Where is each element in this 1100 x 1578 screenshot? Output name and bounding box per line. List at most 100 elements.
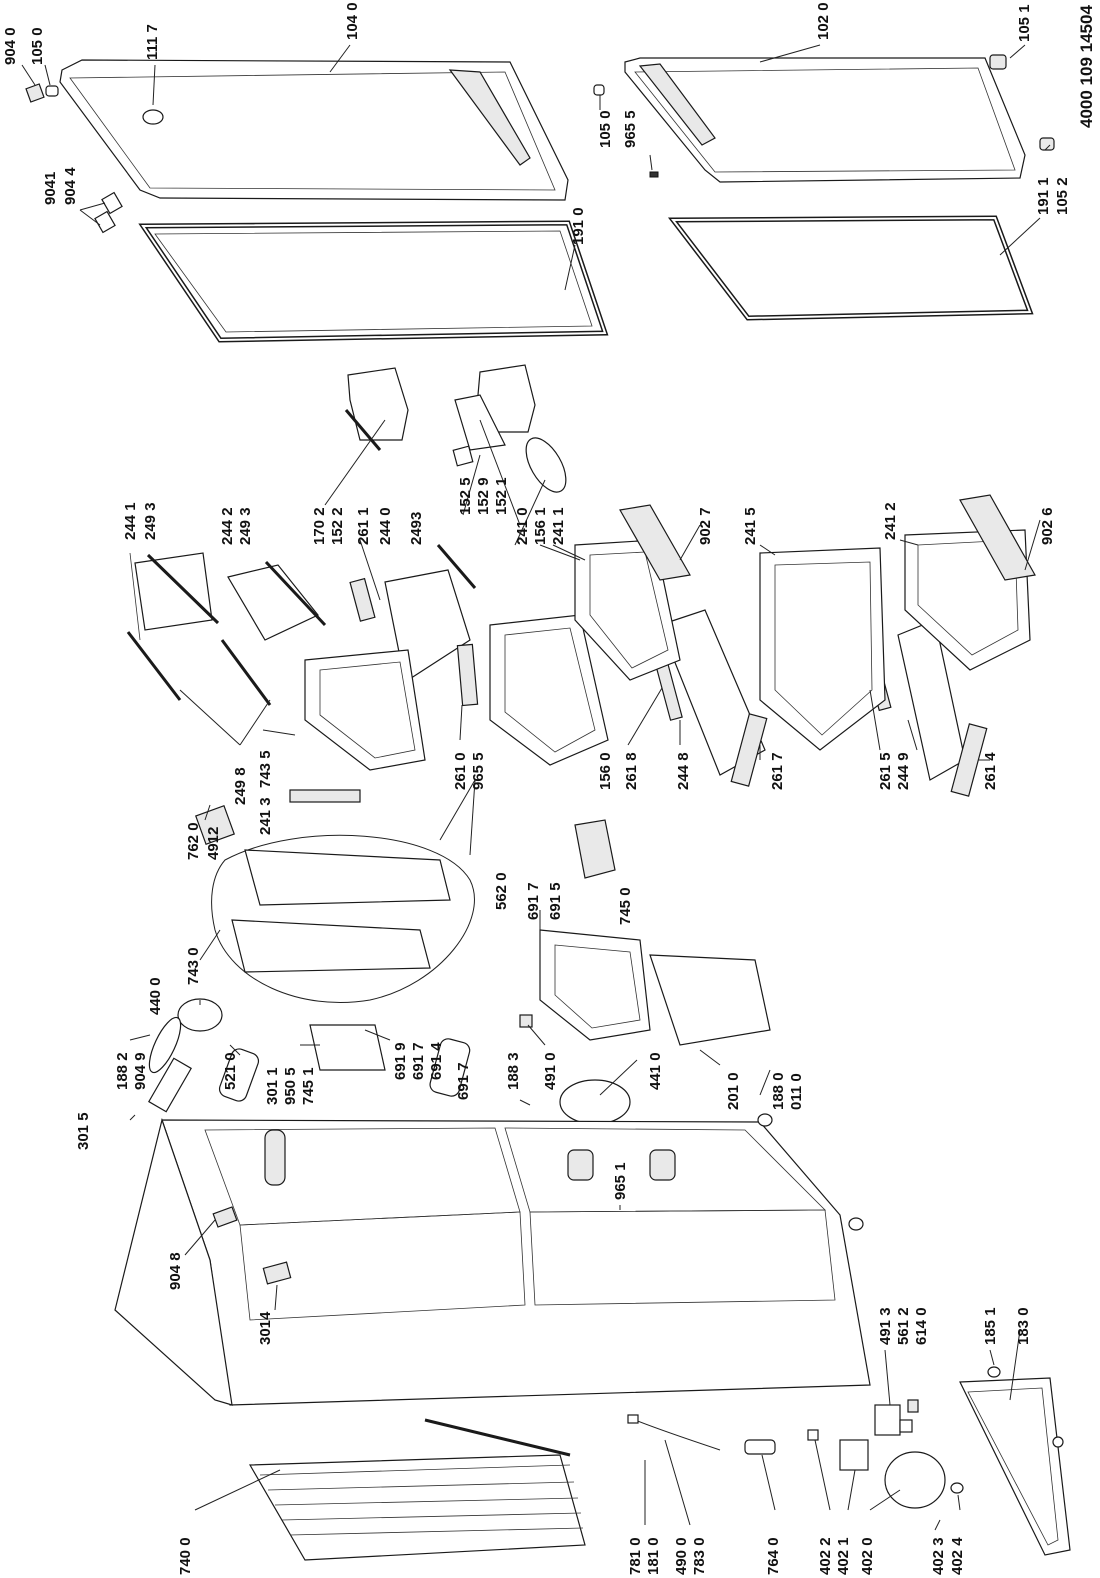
- part-label: 950 5: [282, 1067, 299, 1105]
- part-label: 740 0: [177, 1537, 194, 1575]
- part-label: 441 0: [647, 1052, 664, 1090]
- freezer-door-gasket: [138, 220, 609, 343]
- compressor-parts: [744, 1366, 1071, 1556]
- part-label: 562 0: [493, 872, 510, 910]
- part-label: 783 0: [691, 1537, 708, 1575]
- leader-lines: [21, 44, 1051, 1531]
- drawers: [304, 494, 1036, 879]
- part-label: 904 9: [132, 1052, 149, 1090]
- part-label: 152 9: [475, 477, 492, 515]
- part-label: 261 1: [355, 507, 372, 545]
- part-label: 244 9: [895, 752, 912, 790]
- part-label: 156 1: [532, 507, 549, 545]
- part-label: 105 0: [29, 27, 46, 65]
- part-label: 743 5: [257, 750, 274, 788]
- part-label: 244 2: [219, 507, 236, 545]
- part-label: 261 5: [877, 752, 894, 790]
- part-label: 965 1: [612, 1162, 629, 1200]
- part-label: 181 0: [645, 1537, 662, 1575]
- part-label: 904 0: [2, 27, 19, 65]
- part-label: 490 0: [673, 1537, 690, 1575]
- part-label: 249 3: [142, 502, 159, 540]
- part-label: 762 0: [185, 822, 202, 860]
- part-label: 4912: [205, 827, 222, 860]
- part-label: 745 0: [617, 887, 634, 925]
- part-label: 301 5: [75, 1112, 92, 1150]
- part-label: 185 1: [982, 1307, 999, 1345]
- fridge-door-gasket: [667, 215, 1034, 321]
- part-label: 691 9: [392, 1042, 409, 1080]
- part-label: 152 5: [457, 477, 474, 515]
- part-label: 191 0: [570, 207, 587, 245]
- part-label: 241 0: [514, 507, 531, 545]
- part-label: 965 5: [622, 110, 639, 148]
- part-label: 691 7: [455, 1062, 472, 1100]
- part-label: 105 1: [1016, 4, 1033, 42]
- freezer-door: [59, 59, 569, 201]
- part-label: 249 8: [232, 767, 249, 805]
- part-label: 781 0: [627, 1537, 644, 1575]
- part-label: 904 8: [167, 1252, 184, 1290]
- part-label: 402 4: [949, 1537, 966, 1575]
- part-label: 402 2: [817, 1537, 834, 1575]
- part-label: 188 0: [770, 1072, 787, 1110]
- part-label: 188 3: [505, 1052, 522, 1090]
- part-label: 491 0: [542, 1052, 559, 1090]
- part-label: 244 0: [377, 507, 394, 545]
- part-label: 440 0: [147, 977, 164, 1015]
- part-label: 191 1: [1035, 177, 1052, 215]
- part-label: 3014: [257, 1311, 274, 1345]
- part-label: 965 5: [470, 752, 487, 790]
- fridge-door: [624, 57, 1026, 183]
- part-label: 261 8: [623, 752, 640, 790]
- part-label: 156 0: [597, 752, 614, 790]
- part-label: 691 5: [547, 882, 564, 920]
- part-label: 902 6: [1039, 507, 1056, 545]
- part-label: 743 0: [185, 947, 202, 985]
- part-label: 241 2: [882, 502, 899, 540]
- part-label: 691 7: [525, 882, 542, 920]
- part-label: 201 0: [725, 1072, 742, 1110]
- part-label: 111 7: [144, 24, 161, 60]
- cabinet: [114, 1113, 871, 1406]
- part-label: 188 2: [114, 1052, 131, 1090]
- part-label: 261 0: [452, 752, 469, 790]
- part-label: 2493: [408, 512, 425, 545]
- part-label: 183 0: [1015, 1307, 1032, 1345]
- part-label: 9041: [42, 172, 59, 205]
- part-label: 244 8: [675, 752, 692, 790]
- part-label: 491 3: [877, 1307, 894, 1345]
- part-label: 261 4: [982, 752, 999, 790]
- part-label: 249 3: [237, 507, 254, 545]
- document-code: 4000 109 14504: [1077, 5, 1096, 128]
- part-label: 102 0: [815, 2, 832, 40]
- part-label: 241 3: [257, 797, 274, 835]
- part-label: 152 2: [329, 507, 346, 545]
- part-label: 904 4: [62, 167, 79, 205]
- fan-and-evaporator: [148, 929, 771, 1125]
- part-label: 152 1: [493, 477, 510, 515]
- part-label: 244 1: [122, 502, 139, 540]
- part-label: 105 2: [1054, 177, 1071, 215]
- part-label: 241 5: [742, 507, 759, 545]
- part-label: 105 0: [597, 110, 614, 148]
- part-label: 902 7: [697, 507, 714, 545]
- condenser: [248, 1418, 586, 1561]
- part-label: 011 0: [788, 1073, 805, 1110]
- part-label: 764 0: [765, 1537, 782, 1575]
- power-cord: [627, 1414, 721, 1451]
- part-label: 561 2: [895, 1307, 912, 1345]
- part-label: 614 0: [913, 1307, 930, 1345]
- part-label: 261 7: [769, 752, 786, 790]
- hinge-parts: [25, 54, 1055, 234]
- part-label: 691 4: [428, 1042, 445, 1080]
- air-duct-assembly: [195, 789, 475, 1004]
- part-label: 301 1: [264, 1067, 281, 1105]
- part-label: 402 3: [930, 1537, 947, 1575]
- part-label: 745 1: [300, 1067, 317, 1105]
- part-label: 691 7: [410, 1042, 427, 1080]
- door-balconies: [344, 364, 567, 493]
- part-label: 104 0: [344, 2, 361, 40]
